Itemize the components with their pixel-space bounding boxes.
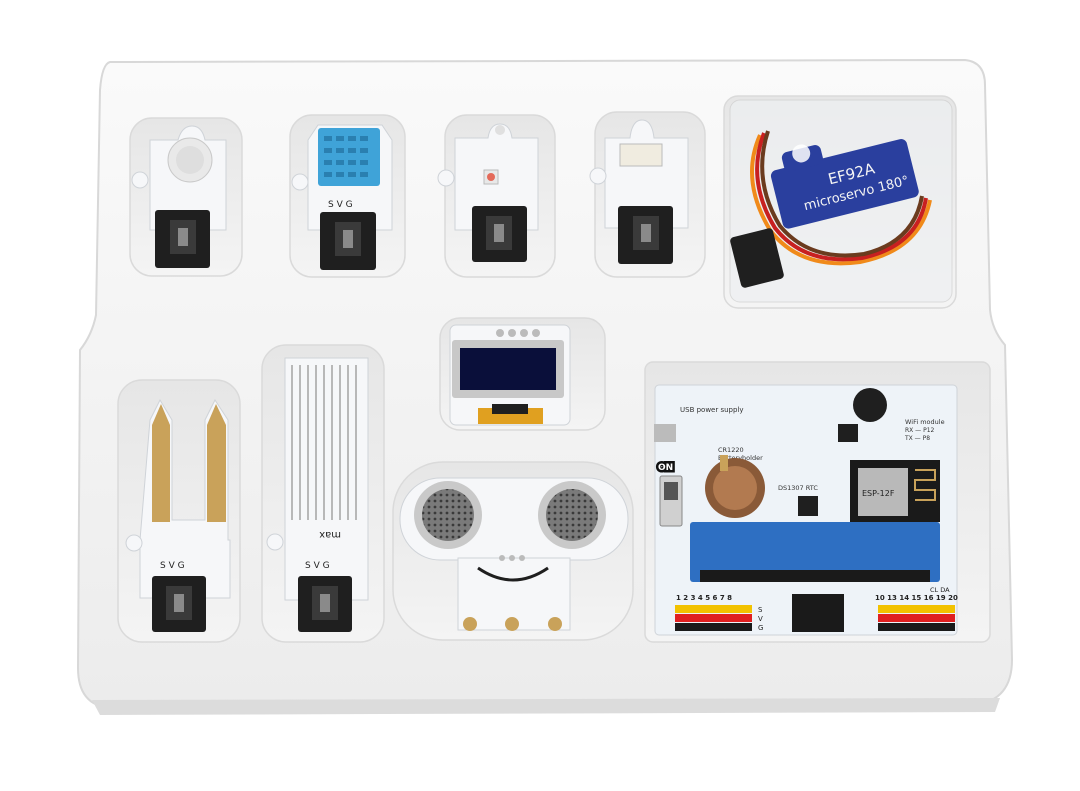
- pir-sensor-module: [131, 125, 227, 268]
- dht-pin-labels: S V G: [328, 200, 353, 210]
- expansion-board: USB power supply ON CR1220 Batteryholder…: [654, 384, 958, 636]
- moisture-pin-labels: S V G: [160, 561, 185, 571]
- left-pin-header: [675, 605, 752, 631]
- row-label-v: V: [758, 615, 763, 623]
- micro-servo-bag: EF92A microservo 180°: [729, 99, 953, 303]
- right-header-numbers: 10 13 14 15 16 19 20: [875, 594, 958, 602]
- water-max-label: max: [319, 529, 341, 540]
- connector-module: [589, 119, 689, 264]
- wifi-tx-label: TX — P8: [904, 435, 930, 442]
- wifi-module-label: WiFi module: [905, 418, 945, 426]
- led-module: [437, 123, 539, 262]
- row-label-g: G: [758, 624, 763, 632]
- left-header-numbers: 1 2 3 4 5 6 7 8: [676, 594, 732, 602]
- water-pin-labels: S V G: [305, 561, 330, 571]
- rtc-label: DS1307 RTC: [778, 484, 818, 492]
- dht-sensor-module: S V G: [291, 124, 393, 270]
- battery-label-1: CR1220: [718, 446, 744, 454]
- on-switch-label: ON: [658, 463, 673, 473]
- oled-display-module: [449, 324, 571, 426]
- right-pin-header: [878, 605, 955, 631]
- ultrasonic-sensor: [399, 477, 629, 631]
- water-level-sensor: max S V G: [266, 357, 369, 632]
- wifi-rx-label: RX — P12: [905, 427, 935, 434]
- esp-module-label: ESP-12F: [862, 489, 895, 498]
- right-header-top: CL DA: [930, 586, 950, 594]
- row-label-s: S: [758, 606, 763, 614]
- battery-label-2: Batteryholder: [718, 454, 763, 462]
- usb-power-label: USB power supply: [680, 406, 744, 414]
- soil-moisture-sensor: S V G: [125, 398, 231, 632]
